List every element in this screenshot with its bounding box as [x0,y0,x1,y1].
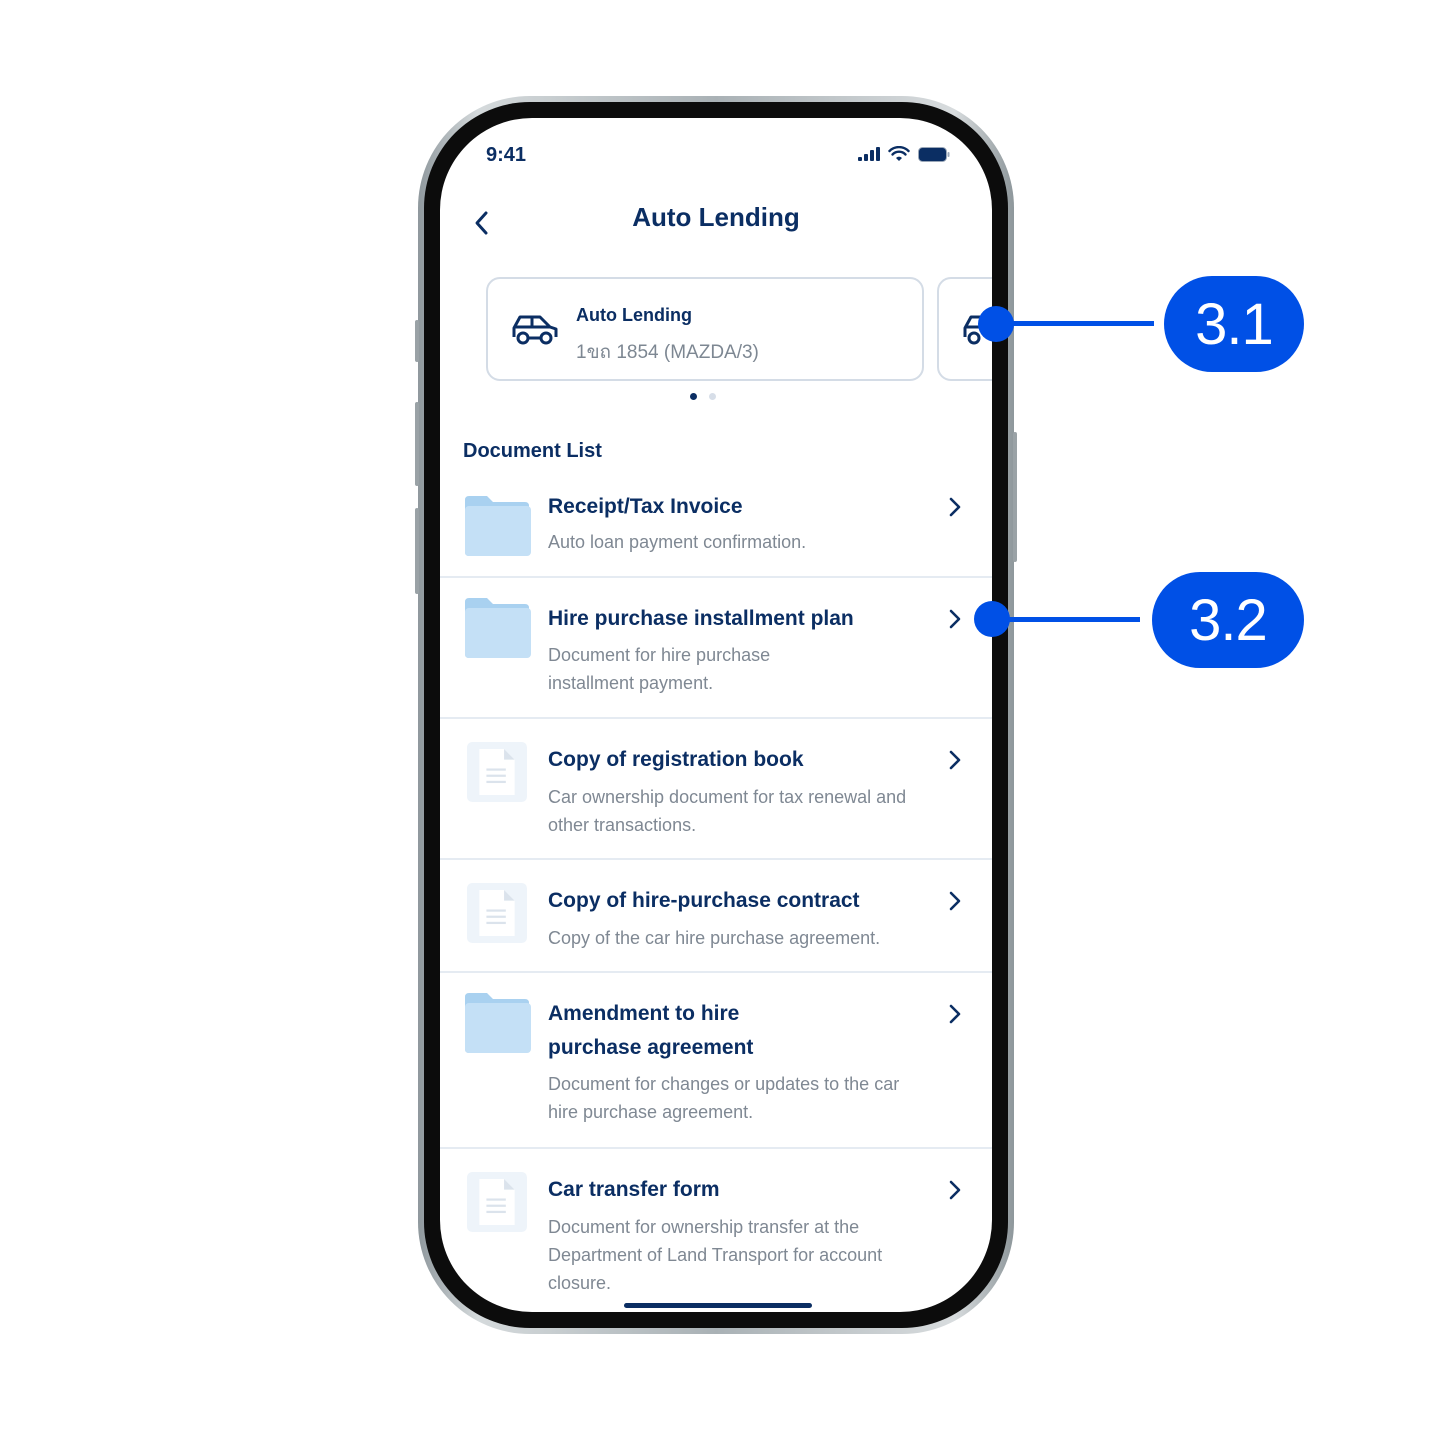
document-icon [467,1172,527,1232]
page-dot-2[interactable] [709,393,716,400]
callout-dot-3-2 [974,601,1010,637]
back-button[interactable] [470,208,494,238]
signal-icon [858,147,880,161]
chevron-right-icon[interactable] [948,1003,962,1025]
document-icon [467,742,527,802]
callout-dot-3-1 [978,306,1014,342]
document-title: Copy of registration book [548,748,804,771]
battery-icon [918,146,950,162]
document-title: Copy of hire-purchase contract [548,889,860,912]
folder-icon [465,496,531,556]
document-list: Receipt/Tax Invoice Auto loan payment co… [440,476,992,1312]
phone-bezel: 9:41 Auto Lending Auto Lending 1ขถ 1854 … [424,102,1008,1328]
callout-badge-3-2: 3.2 [1152,572,1304,668]
document-item[interactable]: Copy of registration book Car ownership … [440,719,992,860]
page-dot-1[interactable] [690,393,697,400]
document-icon [467,883,527,943]
document-item[interactable]: Hire purchase installment plan Document … [440,578,992,719]
volume-up-button [415,402,419,486]
chevron-right-icon[interactable] [948,749,962,771]
power-button [1013,432,1017,562]
callout-line-3-1 [994,321,1154,326]
carousel-pagination[interactable] [690,393,716,400]
page-title: Auto Lending [632,202,800,232]
home-indicator[interactable] [624,1303,812,1308]
loan-card[interactable]: Auto Lending 1ขถ 1854 (MAZDA/3) [486,277,924,381]
callout-line-3-2 [994,617,1140,622]
folder-icon [465,993,531,1053]
document-title: Amendment to hire purchase agreement [548,1002,754,1059]
document-title: Car transfer form [548,1178,720,1201]
document-description: Car ownership document for tax renewal a… [548,787,907,835]
car-icon [512,315,558,345]
chevron-right-icon[interactable] [948,608,962,630]
document-description: Document for hire purchase installment p… [548,645,771,693]
document-item[interactable]: Receipt/Tax Invoice Auto loan payment co… [440,476,992,578]
document-title: Receipt/Tax Invoice [548,495,743,518]
callout-badge-3-1: 3.1 [1164,276,1304,372]
document-description: Document for changes or updates to the c… [548,1074,900,1122]
app-screen: 9:41 Auto Lending Auto Lending 1ขถ 1854 … [440,118,992,1312]
document-item[interactable]: Copy of hire-purchase contract Copy of t… [440,860,992,973]
document-item[interactable]: Amendment to hire purchase agreement Doc… [440,973,992,1149]
document-title: Hire purchase installment plan [548,607,854,630]
chevron-right-icon[interactable] [948,496,962,518]
document-description: Auto loan payment confirmation. [548,532,807,552]
folder-icon [465,598,531,658]
status-bar: 9:41 [440,118,992,178]
status-time: 9:41 [486,144,527,166]
card-plate-number: 1ขถ 1854 (MAZDA/3) [576,342,759,363]
phone-frame: 9:41 Auto Lending Auto Lending 1ขถ 1854 … [415,96,1017,1334]
chevron-right-icon[interactable] [948,890,962,912]
chevron-right-icon[interactable] [948,1179,962,1201]
mute-switch [415,320,419,362]
document-item[interactable]: Car transfer form Document for ownership… [440,1149,992,1312]
section-title: Document List [463,440,602,462]
document-description: Document for ownership transfer at the D… [548,1217,883,1293]
document-description: Copy of the car hire purchase agreement. [548,928,881,948]
volume-down-button [415,508,419,594]
wifi-icon [888,146,910,161]
card-title: Auto Lending [576,305,692,325]
